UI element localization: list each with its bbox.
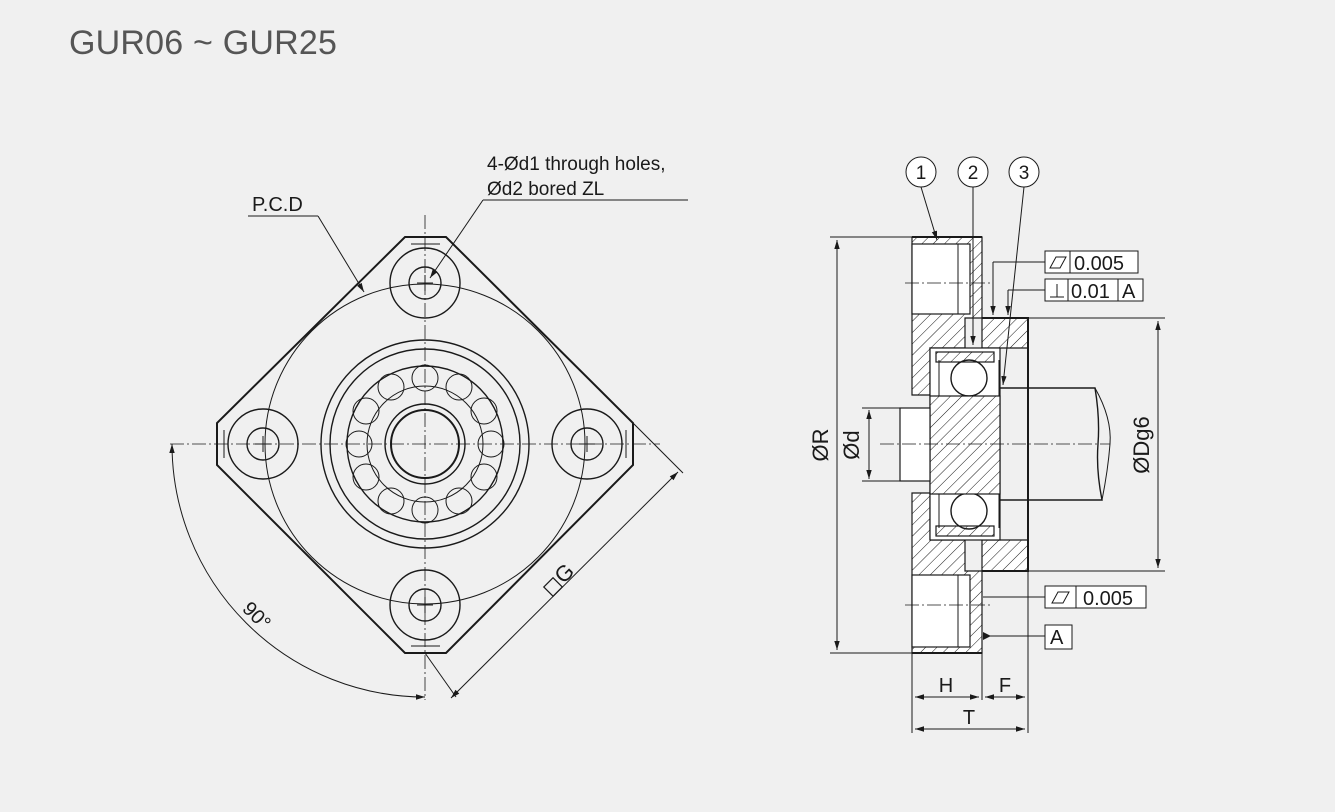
- tol-perp-datum: A: [1122, 281, 1136, 303]
- dim-t: T: [963, 707, 975, 729]
- balloon-2: 2: [968, 163, 979, 184]
- datum-a: A: [1050, 627, 1064, 649]
- holes-label-line1: 4-Ød1 through holes,: [487, 154, 666, 175]
- pcd-label: P.C.D: [252, 194, 303, 216]
- dim-h: H: [939, 675, 953, 697]
- tol-parallel-top: 0.005: [1074, 253, 1124, 275]
- bolt-hole-top: [389, 247, 461, 319]
- housing-pilot: [981, 317, 1029, 349]
- holes-label-line2: Ød2 bored ZL: [487, 179, 604, 200]
- dim-dg6: ØDg6: [1129, 416, 1154, 473]
- dim-r: ØR: [808, 429, 833, 462]
- tol-perp-value: 0.01: [1071, 281, 1110, 303]
- flange-outline: [216, 236, 634, 654]
- angle-label: 90°: [238, 598, 275, 635]
- balloon-1: 1: [916, 163, 927, 184]
- balloon-3: 3: [1019, 163, 1030, 184]
- tol-parallel-bottom: 0.005: [1083, 588, 1133, 610]
- shaft: [899, 407, 931, 482]
- square-g-label: ◻G: [536, 558, 579, 601]
- front-view: P.C.D 4-Ød1 through holes, Ød2 bored ZL …: [169, 154, 688, 700]
- page-title: GUR06 ~ GUR25: [69, 24, 338, 62]
- dim-f: F: [999, 675, 1011, 697]
- dim-d: Ød: [839, 430, 864, 459]
- side-view: 1 2 3 0.005 0.01 A 0.005 A: [808, 156, 1165, 733]
